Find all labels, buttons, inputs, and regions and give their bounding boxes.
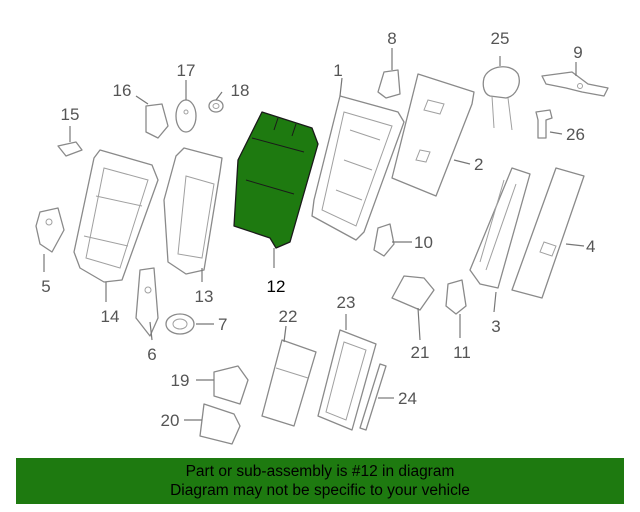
callout-10: 10 bbox=[414, 233, 433, 252]
callout-16: 16 bbox=[113, 81, 132, 100]
part-24-strip[interactable] bbox=[359, 363, 387, 431]
part-11-bracket[interactable] bbox=[445, 279, 467, 315]
banner-line-2: Diagram may not be specific to your vehi… bbox=[170, 482, 470, 499]
callout-9: 9 bbox=[573, 43, 582, 62]
part-20-handle[interactable] bbox=[199, 403, 241, 445]
callout-19: 19 bbox=[171, 371, 190, 390]
banner-line-1: Part or sub-assembly is #12 in diagram bbox=[185, 463, 455, 480]
part-2-rear-panel[interactable] bbox=[391, 73, 475, 197]
callout-15: 15 bbox=[61, 105, 80, 124]
callout-25: 25 bbox=[491, 29, 510, 48]
part-23-armrest-frame[interactable] bbox=[317, 329, 377, 431]
callout-18: 18 bbox=[231, 81, 250, 100]
part-21-cover[interactable] bbox=[391, 275, 435, 311]
callout-1: 1 bbox=[333, 61, 342, 80]
callout-14: 14 bbox=[101, 307, 120, 326]
callout-labels: 1 2 3 4 5 6 7 8 9 10 11 12 13 14 15 16 1… bbox=[41, 29, 595, 430]
part-22-armrest[interactable] bbox=[261, 339, 317, 427]
callout-13: 13 bbox=[195, 287, 214, 306]
callout-12: 12 bbox=[267, 277, 286, 296]
part-7-bezel[interactable] bbox=[165, 313, 195, 335]
parts-diagram: 1 2 3 4 5 6 7 8 9 10 11 12 13 14 15 16 1… bbox=[35, 29, 609, 445]
part-15-cap[interactable] bbox=[57, 141, 83, 157]
callout-2: 2 bbox=[474, 155, 483, 174]
callout-23: 23 bbox=[337, 293, 356, 312]
callout-11: 11 bbox=[453, 343, 471, 362]
part-3-side-rail[interactable] bbox=[469, 167, 531, 289]
callout-17: 17 bbox=[177, 61, 196, 80]
callout-8: 8 bbox=[387, 29, 396, 48]
part-18-grommet[interactable] bbox=[208, 99, 224, 113]
part-19-handle[interactable] bbox=[213, 365, 249, 405]
part-25-headrest[interactable] bbox=[482, 66, 520, 131]
info-banner: Part or sub-assembly is #12 in diagram D… bbox=[16, 458, 624, 504]
callout-4: 4 bbox=[586, 237, 595, 256]
part-1-seatback-frame[interactable] bbox=[311, 95, 405, 241]
part-14-seatback-cover[interactable] bbox=[73, 149, 159, 283]
callout-6: 6 bbox=[147, 345, 156, 364]
part-13-seatback-pad[interactable] bbox=[163, 147, 223, 275]
part-10-clip[interactable] bbox=[373, 223, 395, 257]
leader-lines bbox=[43, 48, 585, 421]
part-4-side-trim[interactable] bbox=[511, 167, 585, 299]
part-9-hinge[interactable] bbox=[541, 71, 609, 97]
part-17-cover[interactable] bbox=[175, 99, 197, 133]
callout-20: 20 bbox=[161, 411, 180, 430]
part-12-seatback-assembly[interactable] bbox=[233, 111, 319, 249]
part-26-guide[interactable] bbox=[535, 109, 553, 139]
part-6-hinge-bracket[interactable] bbox=[135, 267, 159, 337]
part-8-latch[interactable] bbox=[377, 69, 401, 99]
callout-5: 5 bbox=[41, 277, 50, 296]
part-16-cover[interactable] bbox=[145, 103, 169, 139]
callout-22: 22 bbox=[279, 307, 298, 326]
callout-7: 7 bbox=[218, 315, 227, 334]
callout-26: 26 bbox=[566, 125, 585, 144]
callout-3: 3 bbox=[491, 317, 500, 336]
part-5-bracket[interactable] bbox=[35, 207, 65, 253]
callout-24: 24 bbox=[398, 389, 417, 408]
callout-21: 21 bbox=[411, 343, 430, 362]
